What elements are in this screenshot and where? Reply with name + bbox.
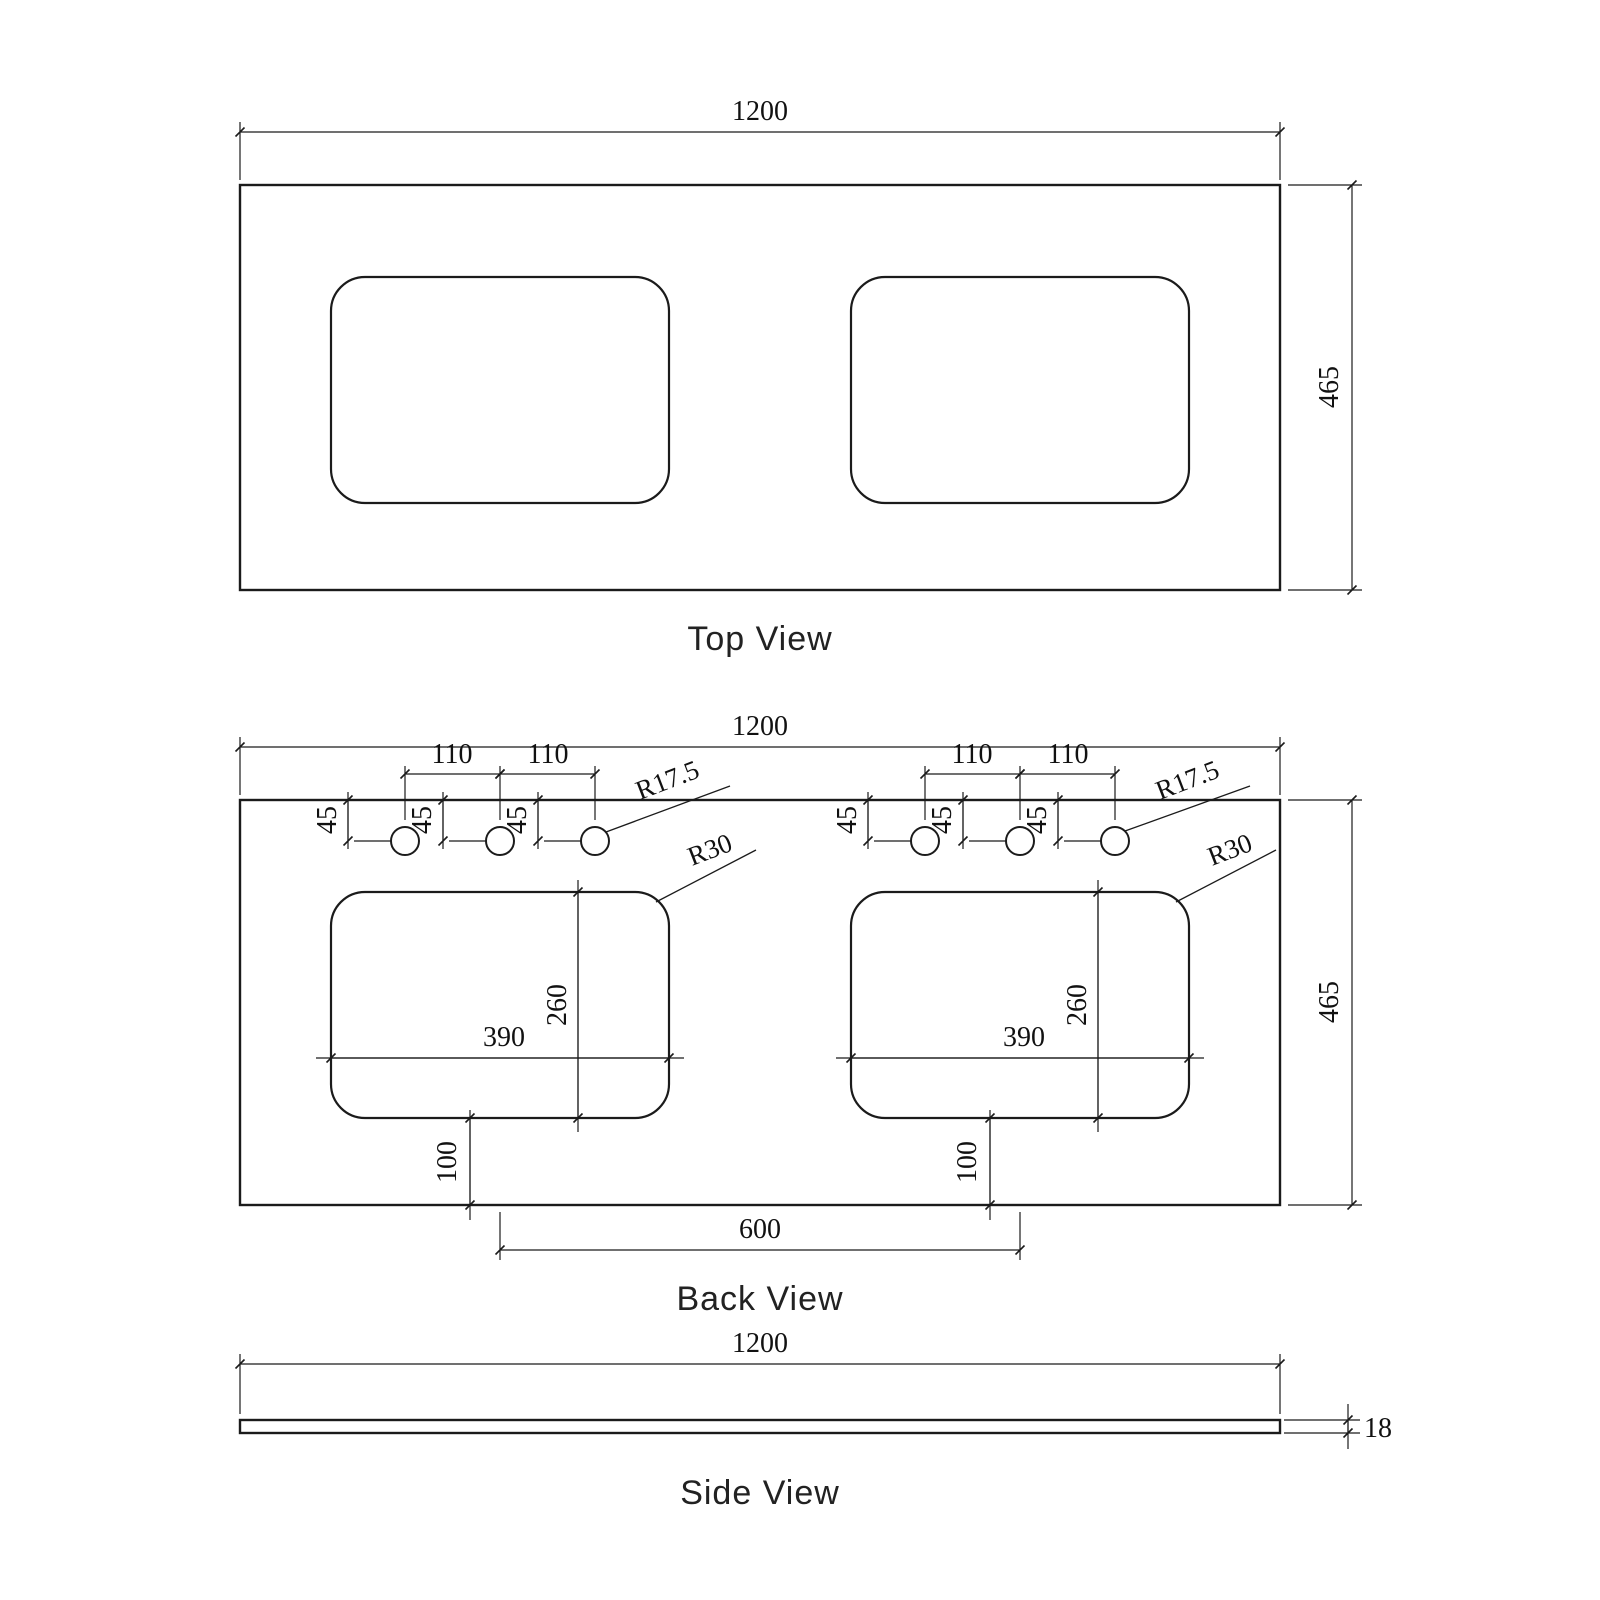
dim-thickness: 18: [1284, 1404, 1392, 1449]
dim-top-overall-depth: 465: [1288, 179, 1362, 596]
dim-value: 45: [312, 806, 343, 834]
callout-cutout-radius-right: R30: [1175, 827, 1277, 903]
extension-lines: [239, 122, 1281, 180]
extension-lines: [239, 737, 1281, 795]
tap-hole: [1100, 826, 1130, 856]
sink-cutout-left: [329, 890, 671, 1120]
dim-value: 465: [1314, 981, 1345, 1023]
top-view: 1200 465 Top View: [234, 96, 1362, 658]
dim-value: 260: [542, 984, 573, 1026]
sink-cutout-right: [849, 890, 1191, 1120]
back-view-outline: [238, 798, 1282, 1207]
dim-value: 390: [1003, 1022, 1045, 1053]
dim-bowl-centres: 600: [494, 1212, 1026, 1260]
sink-cutout-left: [329, 275, 671, 505]
dim-side-overall-width: 1200: [234, 1328, 1286, 1414]
dim-cutout-depth-left: 260: [542, 880, 584, 1132]
back-view: 1200 465 110 110 110 110: [234, 711, 1362, 1318]
tap-hole: [580, 826, 610, 856]
dim-cutout-width-left: 390: [316, 1022, 684, 1064]
dim-value: 600: [739, 1214, 781, 1245]
leader-line: [1124, 785, 1251, 832]
side-view: 1200 18 Side View: [234, 1328, 1392, 1512]
sink-cutout-right: [849, 275, 1191, 505]
dim-value: 110: [1048, 739, 1089, 770]
side-view-slab: [238, 1418, 1282, 1435]
dim-hole-setback-left: 45 45 45: [312, 792, 581, 849]
dim-value: 18: [1364, 1413, 1392, 1444]
radius-value: R17.5: [1151, 754, 1223, 805]
dim-value: 1200: [732, 96, 788, 127]
dim-value: 110: [528, 739, 569, 770]
top-view-outline: [238, 183, 1282, 592]
dim-value: 1200: [732, 1328, 788, 1359]
dim-value: 45: [927, 806, 958, 834]
dim-cutout-width-right: 390: [836, 1022, 1204, 1064]
dim-value: 260: [1062, 984, 1093, 1026]
dim-top-overall-width: 1200: [234, 96, 1286, 180]
dim-value: 45: [1022, 806, 1053, 834]
leader-line: [1175, 849, 1277, 903]
dim-cutout-offset-left: 100: [432, 1110, 476, 1220]
extension-lines: [239, 1354, 1281, 1414]
dim-value: 100: [432, 1141, 463, 1183]
side-view-label: Side View: [680, 1474, 840, 1512]
leader-line: [605, 785, 731, 833]
dim-cutout-offset-right: 100: [952, 1110, 996, 1220]
dim-hole-spacing-right: 110 110: [919, 739, 1121, 820]
leader-line: [655, 849, 757, 903]
dim-value: 1200: [732, 711, 788, 742]
dim-hole-spacing-left: 110 110: [399, 739, 601, 820]
dim-value: 45: [407, 806, 438, 834]
dim-value: 45: [832, 806, 863, 834]
dim-value: 100: [952, 1141, 983, 1183]
dim-value: 110: [952, 739, 993, 770]
top-view-label: Top View: [687, 620, 832, 658]
dim-value: 390: [483, 1022, 525, 1053]
back-view-label: Back View: [676, 1280, 843, 1318]
dim-value: 465: [1314, 366, 1345, 408]
dim-value: 110: [432, 739, 473, 770]
dim-back-overall-depth: 465: [1288, 794, 1362, 1211]
dim-cutout-depth-right: 260: [1062, 880, 1104, 1132]
dim-hole-setback-right: 45 45 45: [832, 792, 1101, 849]
dim-value: 45: [502, 806, 533, 834]
radius-value: R17.5: [631, 754, 703, 805]
dim-back-overall-width: 1200: [234, 711, 1286, 795]
